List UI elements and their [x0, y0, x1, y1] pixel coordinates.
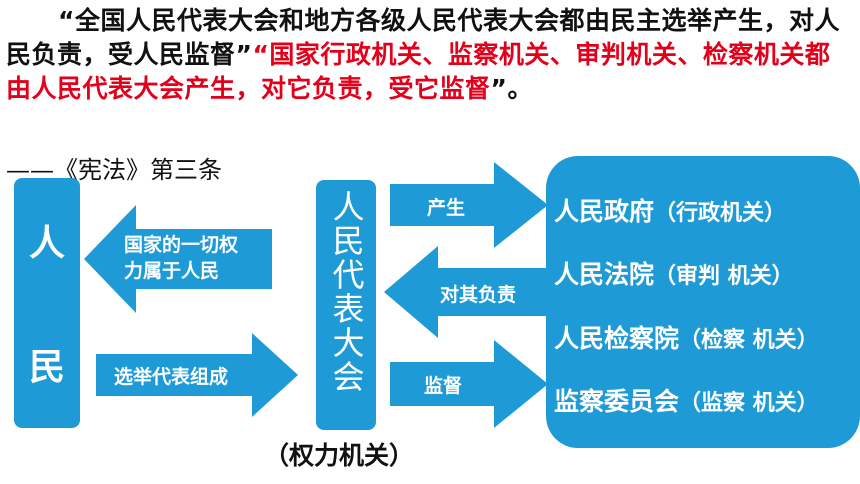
organ-court: 人民法院（审判 机关） — [554, 255, 794, 291]
quote-red-open-mark: “ — [252, 40, 270, 69]
organ-type: （行政机关） — [654, 200, 787, 226]
constitution-quote: “全国人民代表大会和地方各级人民代表大会都由民主选举产生，对人民负责，受人民监督… — [6, 4, 854, 106]
organ-name: 人民政府 — [554, 196, 655, 226]
arrow-power-to-people — [84, 205, 272, 313]
arrow-responsible-label: 对其负责 — [440, 284, 517, 306]
arrow-power-line1: 国家的一切权 — [124, 234, 239, 256]
organ-procuratorate: 人民检察院（检察 机关） — [554, 319, 819, 355]
quote-black-text: 全国人民代表大会和地方各级人民代表大会都由民主选举产生，对人民负责，受人民监督” — [6, 6, 840, 69]
people-char-2: 民 — [28, 347, 65, 388]
state-organs-box: 人民政府（行政机关） 人民法院（审判 机关） 人民检察院（检察 机关） 监察委员… — [546, 156, 860, 448]
organ-name: 监察委员会 — [554, 387, 680, 417]
organ-supervision-commission: 监察委员会（监察 机关） — [554, 382, 819, 418]
quote-red-text: 国家行政机关、监察机关、审判机关、检察机关都由人民代表大会产生，对它负责，受它监… — [6, 40, 831, 103]
arrow-supervise-label: 监督 — [424, 375, 463, 397]
organ-name: 人民法院 — [554, 260, 655, 290]
organ-government: 人民政府（行政机关） — [554, 192, 786, 228]
congress-box: 人民代表大会 — [316, 180, 376, 430]
congress-text: 人民代表大会 — [327, 190, 366, 394]
organ-type: （检察 机关） — [679, 327, 819, 353]
arrow-supervise — [390, 340, 548, 428]
congress-caption: （权力机关） — [264, 441, 415, 470]
people-char-1: 人 — [28, 223, 65, 264]
arrow-produce-label: 产生 — [427, 197, 466, 219]
people-box: 人 民 — [14, 178, 80, 428]
arrow-elect — [96, 333, 298, 417]
organ-type: （审判 机关） — [654, 264, 794, 290]
arrow-produce — [390, 162, 548, 248]
arrow-power-line2: 力属于人民 — [124, 260, 220, 282]
quote-open-mark: “ — [58, 6, 75, 35]
quote-close-mark: ”。 — [490, 74, 533, 103]
organ-name: 人民检察院 — [554, 323, 680, 353]
arrow-power-label: 国家的一切权 力属于人民 — [124, 232, 238, 284]
organ-type: （监察 机关） — [679, 391, 819, 417]
arrow-elect-label: 选举代表组成 — [114, 366, 229, 388]
arrow-responsible — [384, 246, 548, 338]
